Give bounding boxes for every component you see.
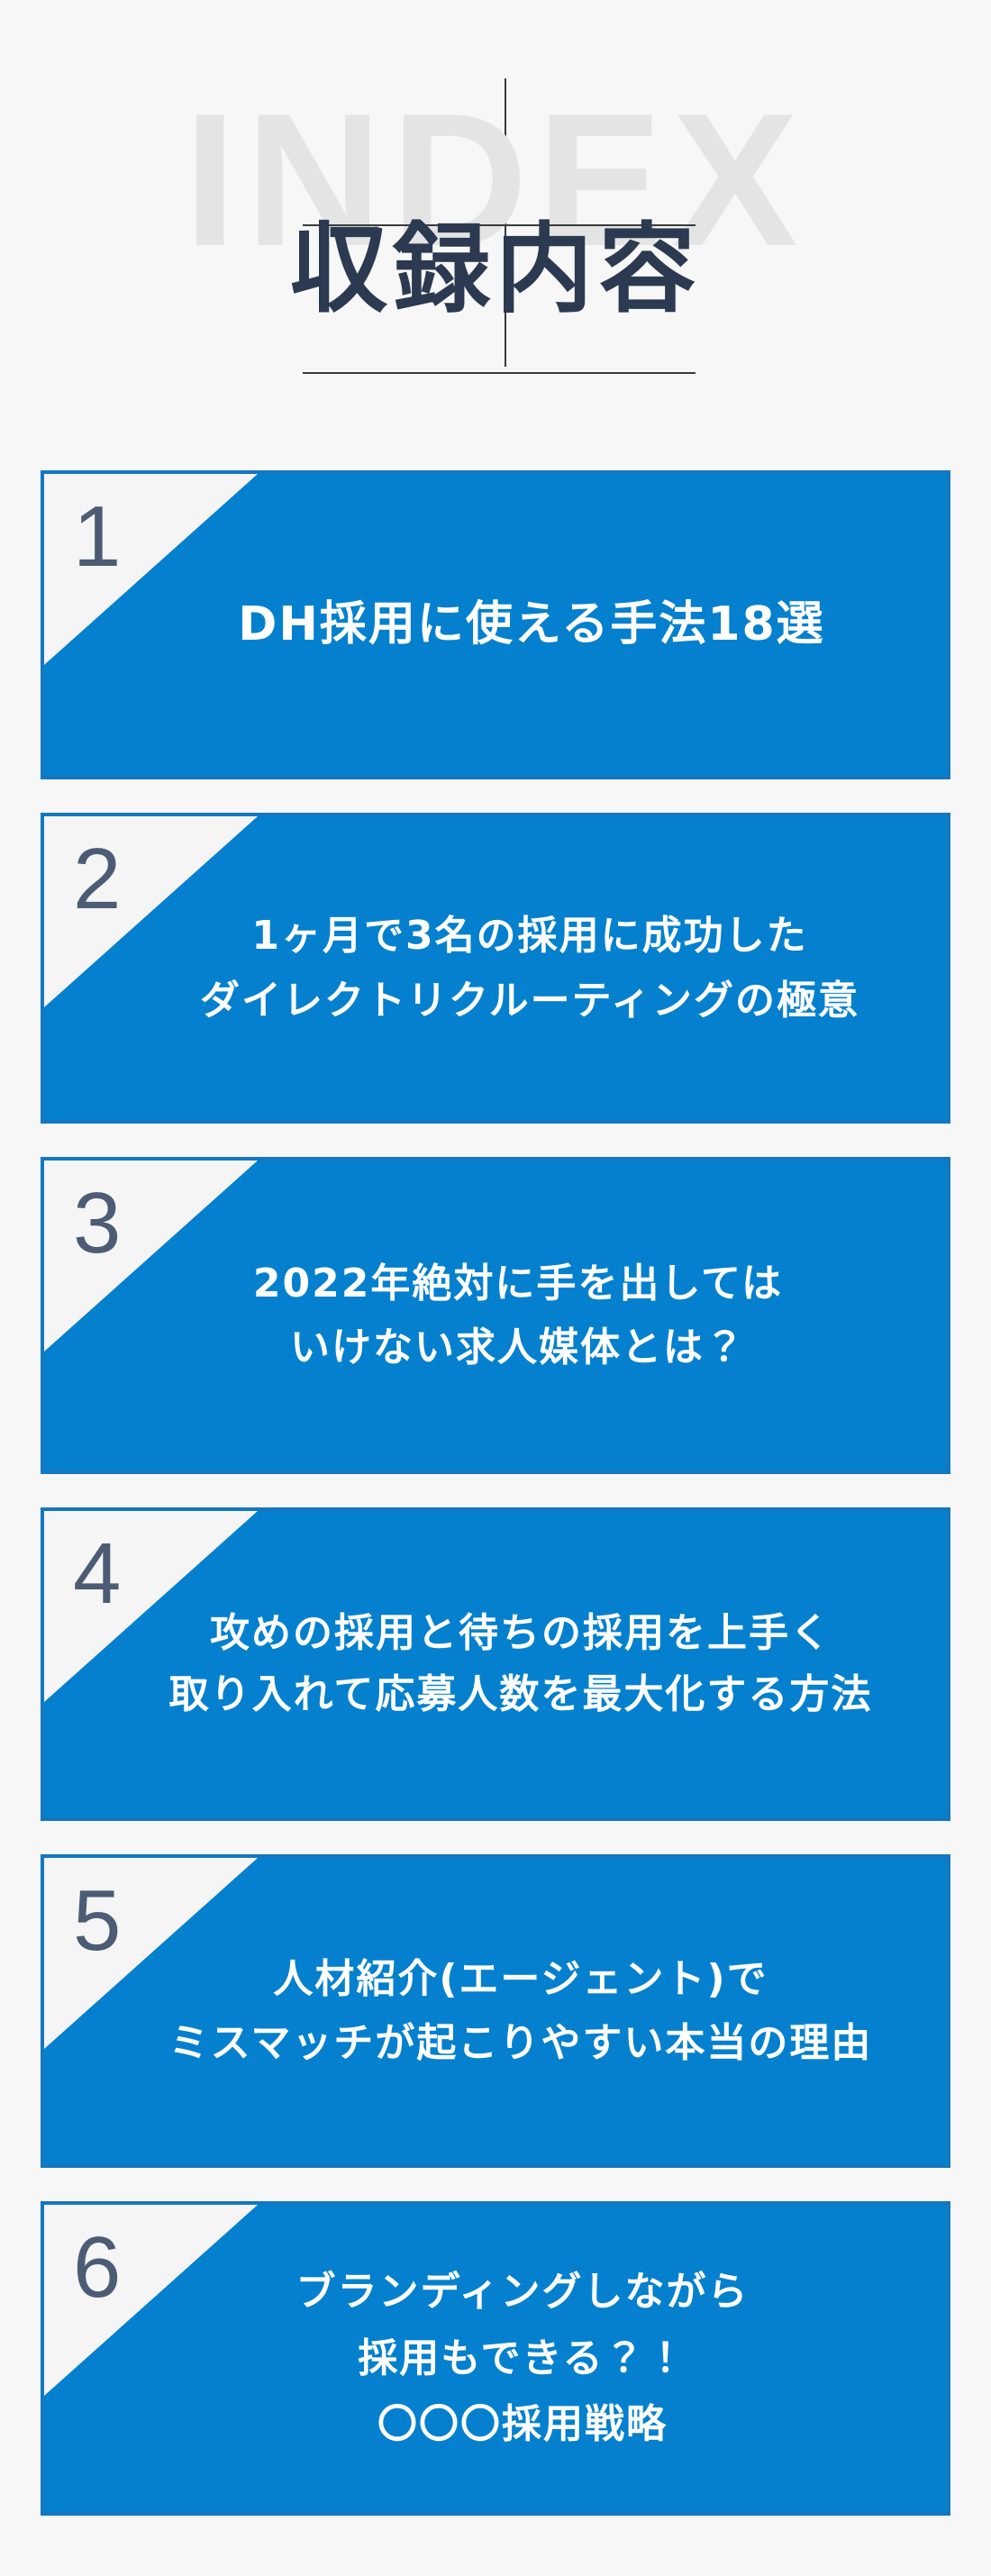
card-number: 1 (73, 488, 122, 585)
card-title-line: ミスマッチが起こりやすい本当の理由 (168, 2020, 873, 2066)
index-card-3[interactable]: 3 2022年絶対に手を出しては いけない求人媒体とは？ (41, 1157, 950, 1474)
card-title-line: 採用もできる？！ (358, 2335, 687, 2381)
card-title: 2022年絶対に手を出しては いけない求人媒体とは？ (44, 1252, 947, 1380)
card-title: ブランディングしながら 採用もできる？！ 〇〇〇採用戦略 (44, 2259, 947, 2459)
index-card-list: 1 DH採用に使える手法18選 2 1ヶ月で3名の採用に成功した ダイレクトリク… (0, 470, 991, 2516)
header-rule-bottom (303, 372, 696, 374)
card-title-line: ダイレクトリクルーティングの極意 (199, 977, 860, 1024)
header-rule-top (303, 224, 696, 226)
card-title-line: 取り入れて応募人数を最大化する方法 (168, 1671, 873, 1717)
card-title: 1ヶ月で3名の採用に成功した ダイレクトリクルーティングの極意 (44, 904, 947, 1033)
card-title-line: 〇〇〇採用戦略 (377, 2401, 668, 2448)
header-vertical-rule-decoration (505, 78, 506, 367)
card-title-line: いけない求人媒体とは？ (290, 1324, 746, 1370)
card-title-line: 攻めの採用と待ちの採用を上手く (210, 1609, 832, 1656)
index-card-5[interactable]: 5 人材紹介(エージェント)で ミスマッチが起こりやすい本当の理由 (41, 1854, 950, 2168)
index-card-2[interactable]: 2 1ヶ月で3名の採用に成功した ダイレクトリクルーティングの極意 (41, 813, 950, 1124)
index-card-4[interactable]: 4 攻めの採用と待ちの採用を上手く 取り入れて応募人数を最大化する方法 (41, 1507, 950, 1821)
page-title: 収録内容 (289, 214, 701, 326)
card-title-line: 1ヶ月で3名の採用に成功した (251, 913, 808, 960)
card-title: 攻めの採用と待ちの採用を上手く 取り入れて応募人数を最大化する方法 (44, 1603, 947, 1725)
index-card-1[interactable]: 1 DH採用に使える手法18選 (41, 470, 950, 779)
index-card-6[interactable]: 6 ブランディングしながら 採用もできる？！ 〇〇〇採用戦略 (41, 2201, 950, 2516)
index-ghost-wordmark: INDEX (184, 74, 807, 286)
card-title: DH採用に使える手法18選 (44, 596, 947, 654)
card-title-line: 人材紹介(エージェント)で (273, 1955, 768, 2002)
card-title-line: 2022年絶対に手を出しては (252, 1260, 784, 1306)
card-title-line: DH採用に使える手法18選 (238, 597, 825, 651)
page-header: INDEX 収録内容 (0, 0, 991, 470)
card-title: 人材紹介(エージェント)で ミスマッチが起こりやすい本当の理由 (44, 1947, 947, 2076)
card-title-line: ブランディングしながら (295, 2268, 750, 2315)
